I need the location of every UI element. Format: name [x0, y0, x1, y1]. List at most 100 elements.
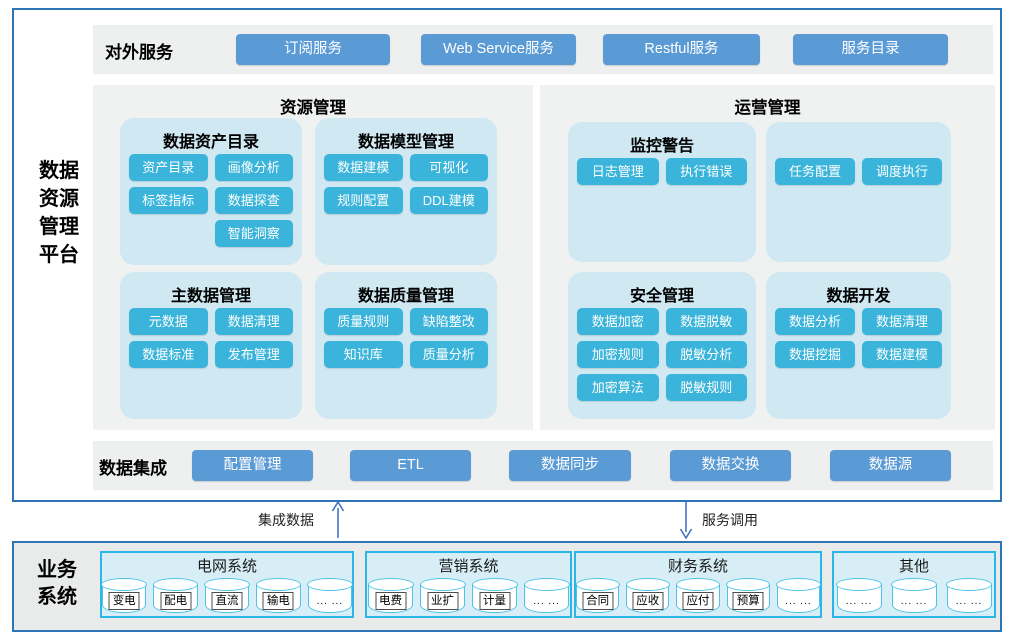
business-systems-container: 业务 系统 电网系统 变电 配电 直流 输电 ... ... 营销系统 电费 业…: [12, 541, 1002, 632]
node-button: 发布管理: [214, 341, 293, 368]
node-button: 加密算法: [577, 374, 659, 401]
node-button: 元数据: [129, 308, 208, 335]
database-label: 计量: [479, 592, 510, 610]
group-data-quality-mgmt: 数据质量管理 质量规则 缺陷整改 知识库 质量分析: [315, 272, 497, 419]
system-title: 财务系统: [667, 558, 728, 575]
group-security-mgmt: 安全管理 数据加密 数据脱敏 加密规则 脱敏分析 加密算法 脱敏规则: [568, 272, 756, 419]
database-label: 应付: [682, 592, 714, 610]
flow-down-label: 服务调用: [702, 512, 758, 528]
database-label: 业扩: [427, 592, 458, 610]
system-title: 其他: [898, 558, 929, 575]
system-databases: ... ... ... ... ... ...: [834, 577, 994, 613]
group-buttons: 质量规则 缺陷整改 知识库 质量分析: [315, 306, 497, 368]
node-button: 日志管理: [577, 158, 659, 185]
node-data-exchange: 数据交换: [670, 450, 791, 481]
node-button: 资产目录: [129, 154, 208, 181]
node-webservice: Web Service服务: [421, 34, 576, 65]
group-title: 数据开发: [826, 288, 891, 305]
node-button: 数据脱敏: [665, 308, 747, 335]
node-button: 数据探查: [214, 187, 293, 214]
node-button: 数据标准: [129, 341, 208, 368]
group-buttons: 日志管理 执行错误: [568, 156, 756, 185]
external-services-label: 对外服务: [105, 43, 173, 62]
node-subscription-service: 订阅服务: [236, 34, 390, 65]
platform-container: 数据 资源 管理 平台 对外服务 订阅服务 Web Service服务 Rest…: [12, 8, 1002, 502]
database-icon: 计量: [471, 578, 518, 613]
node-etl: ETL: [350, 450, 471, 481]
node-config-mgmt: 配置管理: [192, 450, 313, 481]
database-icon: 直流: [204, 578, 251, 613]
database-icon: 配电: [152, 578, 199, 613]
node-button: 缺陷整改: [409, 308, 488, 335]
node-restful-service: Restful服务: [603, 34, 760, 65]
database-label: 合同: [582, 592, 614, 610]
database-icon: 应收: [625, 578, 671, 613]
system-title: 电网系统: [196, 558, 257, 575]
database-label: ... ...: [533, 596, 560, 607]
database-icon: ... ...: [891, 578, 937, 613]
system-finance: 财务系统 合同 应收 应付 预算 ... ...: [574, 551, 822, 618]
group-title: 安全管理: [629, 288, 694, 305]
node-button: 规则配置: [324, 187, 403, 214]
group-title: [766, 132, 951, 156]
platform-title-line: 平台: [39, 244, 79, 266]
group-buttons: 数据建模 可视化 规则配置 DDL建模: [315, 152, 497, 214]
operations-mgmt-panel: 运营管理 监控警告 日志管理 执行错误 任务配置 调度执行 安全管理 数据加密: [540, 85, 995, 430]
group-buttons: 任务配置 调度执行: [766, 156, 951, 185]
node-button: 执行错误: [665, 158, 747, 185]
database-icon: 业扩: [419, 578, 466, 613]
business-title-line: 系统: [37, 586, 77, 608]
database-icon: 输电: [255, 578, 302, 613]
database-icon: 变电: [101, 578, 148, 613]
database-label: 变电: [108, 592, 140, 610]
node-button: DDL建模: [409, 187, 488, 214]
group-buttons: 数据加密 数据脱敏 加密规则 脱敏分析 加密算法 脱敏规则: [568, 306, 756, 401]
node-button: 任务配置: [775, 158, 855, 185]
node-button: 画像分析: [214, 154, 293, 181]
group-buttons: 元数据 数据清理 数据标准 发布管理: [120, 306, 302, 368]
node-service-catalog: 服务目录: [793, 34, 948, 65]
system-title: 营销系统: [438, 558, 499, 575]
node-button: 可视化: [409, 154, 488, 181]
system-others: 其他 ... ... ... ... ... ...: [832, 551, 996, 618]
database-icon: 应付: [675, 578, 721, 613]
group-title: 主数据管理: [170, 288, 251, 305]
platform-title-line: 数据: [39, 160, 79, 182]
node-button: 数据加密: [577, 308, 659, 335]
group-data-asset-catalog: 数据资产目录 资产目录 画像分析 标签指标 数据探查 智能洞察: [120, 118, 302, 265]
database-icon: 电费: [367, 578, 414, 613]
database-icon: ... ...: [946, 578, 992, 613]
node-button: 数据建模: [324, 154, 403, 181]
node-button: 脱敏分析: [665, 341, 747, 368]
resource-mgmt-panel: 资源管理 数据资产目录 资产目录 画像分析 标签指标 数据探查 智能洞察 数据模…: [93, 85, 533, 430]
database-icon: 合同: [575, 578, 620, 613]
node-button: 调度执行: [862, 158, 942, 185]
system-databases: 合同 应收 应付 预算 ... ...: [575, 577, 821, 613]
node-button: 质量分析: [409, 341, 488, 368]
database-label: ... ...: [955, 596, 983, 607]
node-button: 知识库: [324, 341, 403, 368]
platform-title-line: 管理: [39, 216, 79, 238]
database-icon: ... ...: [836, 578, 882, 613]
node-button: 数据建模: [862, 341, 942, 368]
arrow-up-icon: [331, 501, 345, 538]
node-button: 智能洞察: [214, 220, 293, 247]
system-databases: 电费 业扩 计量 ... ...: [367, 577, 570, 613]
platform-title-line: 资源: [39, 188, 79, 210]
flow-up-label: 集成数据: [258, 512, 314, 528]
database-label: 应收: [632, 592, 664, 610]
database-label: ... ...: [316, 596, 344, 607]
system-databases: 变电 配电 直流 输电 ... ...: [101, 577, 353, 613]
system-marketing: 营销系统 电费 业扩 计量 ... ...: [365, 551, 572, 618]
node-data-source: 数据源: [830, 450, 951, 481]
system-power-grid: 电网系统 变电 配电 直流 输电 ... ...: [100, 551, 354, 618]
group-master-data-mgmt: 主数据管理 元数据 数据清理 数据标准 发布管理: [120, 272, 302, 419]
group-data-model-mgmt: 数据模型管理 数据建模 可视化 规则配置 DDL建模: [315, 118, 497, 265]
database-icon: ... ...: [523, 578, 570, 613]
node-button: 数据清理: [862, 308, 942, 335]
database-icon: ... ...: [776, 578, 821, 613]
business-systems-title: 业务 系统: [24, 557, 90, 611]
operations-mgmt-title: 运营管理: [734, 99, 801, 117]
database-label: 直流: [211, 592, 243, 610]
arrow-down-icon: [679, 502, 693, 539]
